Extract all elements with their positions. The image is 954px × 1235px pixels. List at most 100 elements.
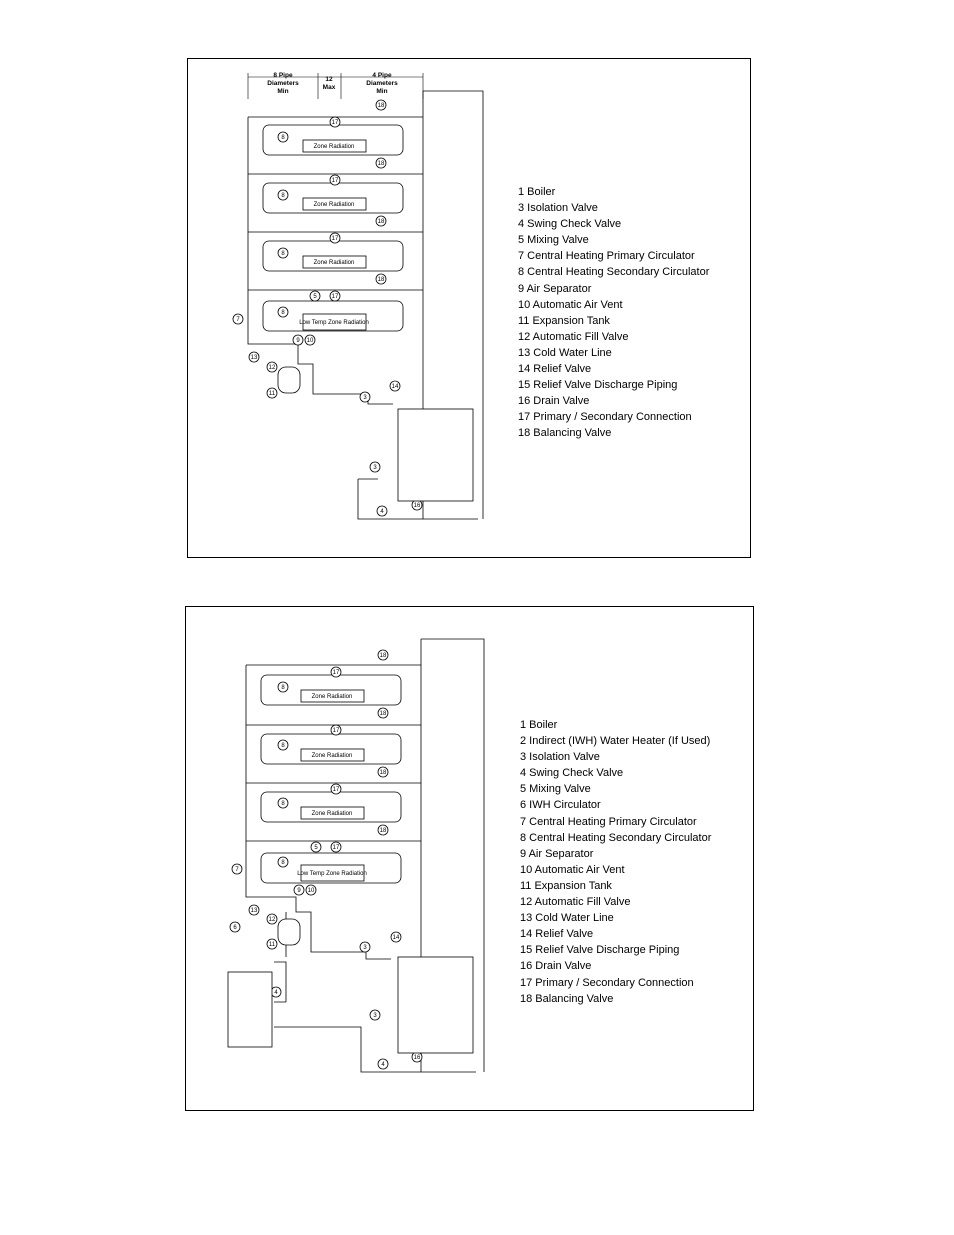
callout-10: 10 [305, 884, 317, 896]
relief-discharge-pipe [423, 90, 484, 519]
callout-17: 17 [330, 724, 342, 736]
callout-3: 3 [359, 391, 371, 403]
svg-text:16: 16 [414, 503, 421, 509]
callout-9: 9 [293, 884, 305, 896]
svg-text:12: 12 [269, 365, 276, 371]
svg-text:8: 8 [281, 135, 285, 141]
svg-text:17: 17 [333, 787, 340, 793]
callout-17: 17 [330, 666, 342, 678]
zone-2: Zone Radiation [260, 733, 402, 765]
zone-1-label: Zone Radiation [314, 144, 355, 150]
dim-left-line1: 8 Pipe [273, 72, 293, 79]
svg-text:8: 8 [281, 685, 285, 691]
dim-right-line3: Min [376, 88, 387, 95]
callout-3: 3 [369, 1009, 381, 1021]
boiler-return-pipe [357, 478, 423, 520]
legend-item: 9 Air Separator [518, 282, 592, 295]
legend-item: 16 Drain Valve [518, 395, 590, 408]
legend-item: 15 Relief Valve Discharge Piping [520, 944, 680, 957]
callout-17: 17 [329, 116, 341, 128]
boiler [397, 956, 474, 1054]
legend-item: 12 Automatic Fill Valve [520, 896, 631, 909]
svg-text:3: 3 [373, 465, 377, 471]
callout-7: 7 [231, 863, 243, 875]
callout-8: 8 [277, 189, 289, 201]
legend-item: 14 Relief Valve [518, 363, 592, 376]
legend-item: 18 Balancing Valve [520, 992, 614, 1005]
dim-middle-line2: Max [323, 84, 336, 91]
callout-9: 9 [292, 334, 304, 346]
callout-4: 4 [377, 1058, 389, 1070]
svg-text:18: 18 [378, 219, 385, 225]
legend-item: 3 Isolation Valve [518, 202, 598, 215]
svg-text:5: 5 [314, 845, 318, 851]
svg-text:9: 9 [296, 338, 300, 344]
callout-5: 5 [310, 841, 322, 853]
legend-item: 11 Expansion Tank [520, 879, 612, 892]
legend-item: 7 Central Heating Primary Circulator [518, 250, 695, 263]
zone-3-label: Zone Radiation [314, 260, 355, 266]
callout-14: 14 [389, 380, 401, 392]
legend-item: 4 Swing Check Valve [518, 218, 622, 231]
zone-1: Zone Radiation [262, 124, 404, 156]
callout-3: 3 [369, 461, 381, 473]
zone-4: Low Temp Zone Radiation [262, 300, 404, 332]
expansion-tank [277, 366, 301, 394]
legend-item: 1 Boiler [518, 186, 556, 198]
zone-1-label: Zone Radiation [312, 694, 353, 700]
svg-text:13: 13 [251, 355, 258, 361]
dim-middle-line1: 12 [325, 76, 333, 83]
callout-18: 18 [375, 215, 387, 227]
legend-item: 10 Automatic Air Vent [518, 298, 623, 311]
callout-16: 16 [411, 1051, 423, 1063]
callout-8: 8 [277, 131, 289, 143]
legend-item: 12 Automatic Fill Valve [518, 330, 629, 343]
branch-pipes [246, 724, 421, 842]
svg-text:17: 17 [333, 845, 340, 851]
callout-17: 17 [329, 232, 341, 244]
svg-text:18: 18 [378, 103, 385, 109]
zone-2: Zone Radiation [262, 182, 404, 214]
legend-item: 16 Drain Valve [520, 960, 592, 973]
callout-5: 5 [309, 290, 321, 302]
callout-17: 17 [329, 174, 341, 186]
legend-item: 14 Relief Valve [520, 928, 594, 941]
callout-18: 18 [377, 707, 389, 719]
legend-item: 17 Primary / Secondary Connection [518, 411, 692, 424]
callout-18: 18 [375, 99, 387, 111]
svg-text:18: 18 [378, 161, 385, 167]
iwh-supply-pipe [274, 1026, 421, 1073]
callout-18: 18 [377, 824, 389, 836]
diagram-panel-2: Zone Radiation Zone Radiation Zone Radia… [185, 606, 754, 1111]
dim-left-line2: Diameters [267, 80, 299, 87]
svg-text:8: 8 [281, 801, 285, 807]
svg-text:14: 14 [392, 384, 399, 390]
callout-6: 6 [229, 921, 241, 933]
legend-item: 2 Indirect (IWH) Water Heater (If Used) [520, 735, 711, 748]
callout-10: 10 [304, 334, 316, 346]
svg-text:11: 11 [269, 391, 276, 397]
callout-3: 3 [359, 941, 371, 953]
svg-text:13: 13 [251, 908, 258, 914]
callout-8: 8 [277, 797, 289, 809]
svg-text:8: 8 [281, 860, 285, 866]
svg-text:4: 4 [381, 1062, 385, 1068]
svg-text:17: 17 [332, 294, 339, 300]
legend-item: 15 Relief Valve Discharge Piping [518, 379, 678, 392]
svg-text:10: 10 [307, 338, 314, 344]
primary-supply-pipe [245, 664, 421, 960]
svg-text:10: 10 [308, 888, 315, 894]
svg-text:7: 7 [235, 867, 239, 873]
svg-text:16: 16 [414, 1055, 421, 1061]
svg-text:8: 8 [281, 743, 285, 749]
dimension-header: 8 Pipe Diameters Min 12 Max 4 Pipe Diame… [247, 72, 424, 99]
svg-text:8: 8 [281, 251, 285, 257]
branch-pipes [248, 173, 423, 291]
svg-text:7: 7 [236, 317, 240, 323]
legend-item: 9 Air Separator [520, 847, 594, 860]
zone-1: Zone Radiation [260, 674, 402, 706]
callout-18: 18 [375, 157, 387, 169]
callout-14: 14 [390, 931, 402, 943]
legend-item: 5 Mixing Valve [518, 234, 589, 247]
legend-item: 1 Boiler [520, 719, 558, 731]
